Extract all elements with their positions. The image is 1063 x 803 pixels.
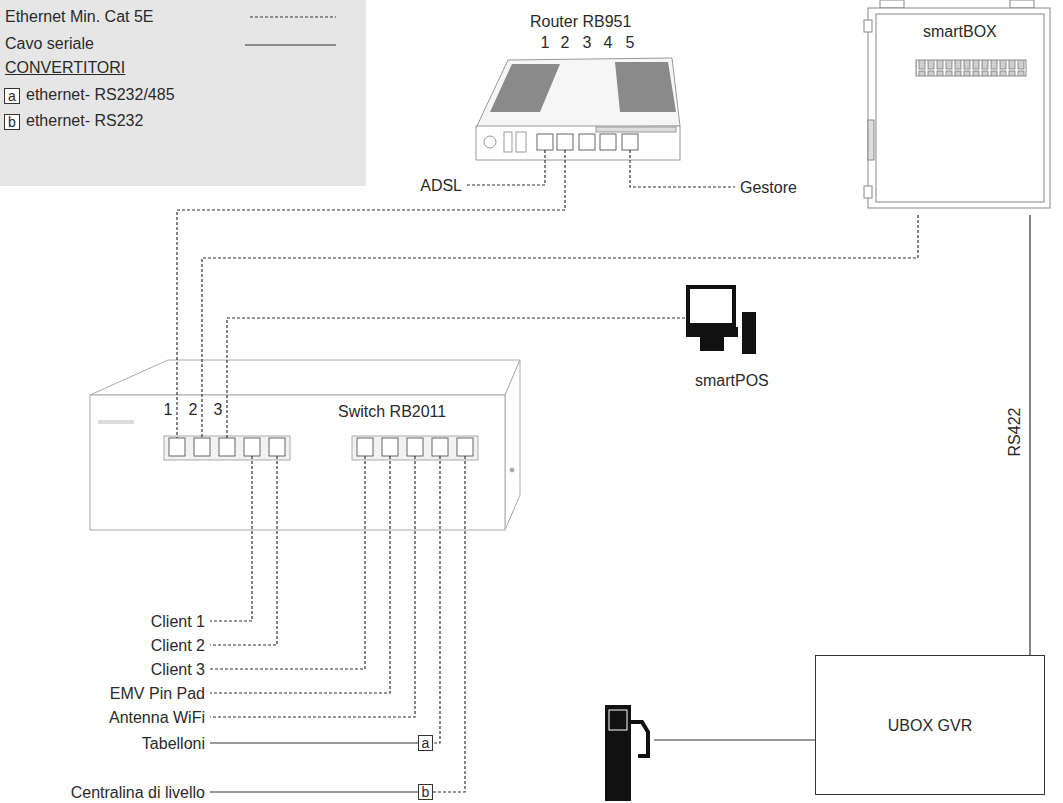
ethernet-cable <box>210 456 390 693</box>
endpoint-label: EMV Pin Pad <box>110 684 205 703</box>
ubox-unit: UBOX GVR <box>815 655 1045 795</box>
converter-box: a <box>418 735 433 751</box>
node-text: Gestore <box>740 178 797 197</box>
endpoint-label: Client 2 <box>151 636 205 655</box>
ethernet-cable <box>227 318 685 438</box>
node-text: b <box>422 785 430 799</box>
ethernet-cable <box>467 150 545 185</box>
endpoint-label: Tabelloni <box>142 734 205 753</box>
node-text: Antenna WiFi <box>109 708 205 727</box>
serial-cable <box>210 791 418 792</box>
port-number: 3 <box>583 34 592 52</box>
port-number: 1 <box>164 401 173 419</box>
converter-box: b <box>418 784 433 800</box>
switch-illustration <box>90 360 520 530</box>
legend-converter-mark: b <box>4 114 20 130</box>
legend-heading: CONVERTITORI <box>5 59 125 77</box>
legend-panel <box>0 0 366 186</box>
endpoint-label: ADSL <box>420 176 462 195</box>
legend-text: ethernet- RS232/485 <box>26 86 175 104</box>
edge-label: RS422 <box>1006 406 1024 459</box>
legend-text: Cavo seriale <box>5 35 94 53</box>
ethernet-cable <box>210 456 415 717</box>
ethernet-cable <box>210 456 277 645</box>
ethernet-cable <box>630 150 735 187</box>
node-text: Client 3 <box>151 660 205 679</box>
ethernet-cable <box>202 215 918 438</box>
ethernet-cable <box>210 456 365 669</box>
node-text: Router RB951 <box>530 12 683 31</box>
port-number: 5 <box>626 34 635 52</box>
node-text: Tabelloni <box>142 734 205 753</box>
node-text: ADSL <box>420 176 462 195</box>
node-text: smartBOX <box>923 22 1055 41</box>
ethernet-cable <box>210 456 252 621</box>
port-number: 1 <box>541 34 550 52</box>
fuel-pump-illustration <box>605 705 815 801</box>
node-text: Client 1 <box>151 612 205 631</box>
legend-text: Ethernet Min. Cat 5E <box>5 8 154 26</box>
network-switch: Switch RB2011 <box>90 395 505 530</box>
endpoint-label: Client 1 <box>151 612 205 631</box>
smartbox-unit: smartBOX <box>865 0 1055 215</box>
node-text: a <box>422 736 430 750</box>
port-number: 2 <box>561 34 570 52</box>
node-text: UBOX GVR <box>888 716 972 735</box>
ethernet-cable <box>433 456 440 743</box>
endpoint-label: Centralina di livello <box>71 783 205 802</box>
serial-cable <box>210 742 418 743</box>
port-number: 4 <box>604 34 613 52</box>
node-text: Switch RB2011 <box>338 402 505 421</box>
ethernet-cable <box>177 150 565 438</box>
legend-converter-mark: a <box>4 88 20 104</box>
endpoint-label: Client 3 <box>151 660 205 679</box>
node-text: EMV Pin Pad <box>110 684 205 703</box>
node-text: smartPOS <box>695 371 775 390</box>
pos-illustration <box>686 287 756 354</box>
ethernet-cable <box>433 456 465 792</box>
legend-text: ethernet- RS232 <box>26 112 143 130</box>
endpoint-label: Antenna WiFi <box>109 708 205 727</box>
serial-cable <box>1029 215 1030 655</box>
port-number: 3 <box>214 401 223 419</box>
legend-solid-sample <box>245 44 336 45</box>
router-illustration <box>476 58 680 160</box>
router-device: Router RB951 <box>468 8 683 150</box>
port-number: 2 <box>189 401 198 419</box>
endpoint-label: Gestore <box>740 178 797 197</box>
pos-terminal: smartPOS <box>683 283 775 393</box>
legend-dashed-sample <box>250 16 336 17</box>
node-text: Client 2 <box>151 636 205 655</box>
node-text: Centralina di livello <box>71 783 205 802</box>
